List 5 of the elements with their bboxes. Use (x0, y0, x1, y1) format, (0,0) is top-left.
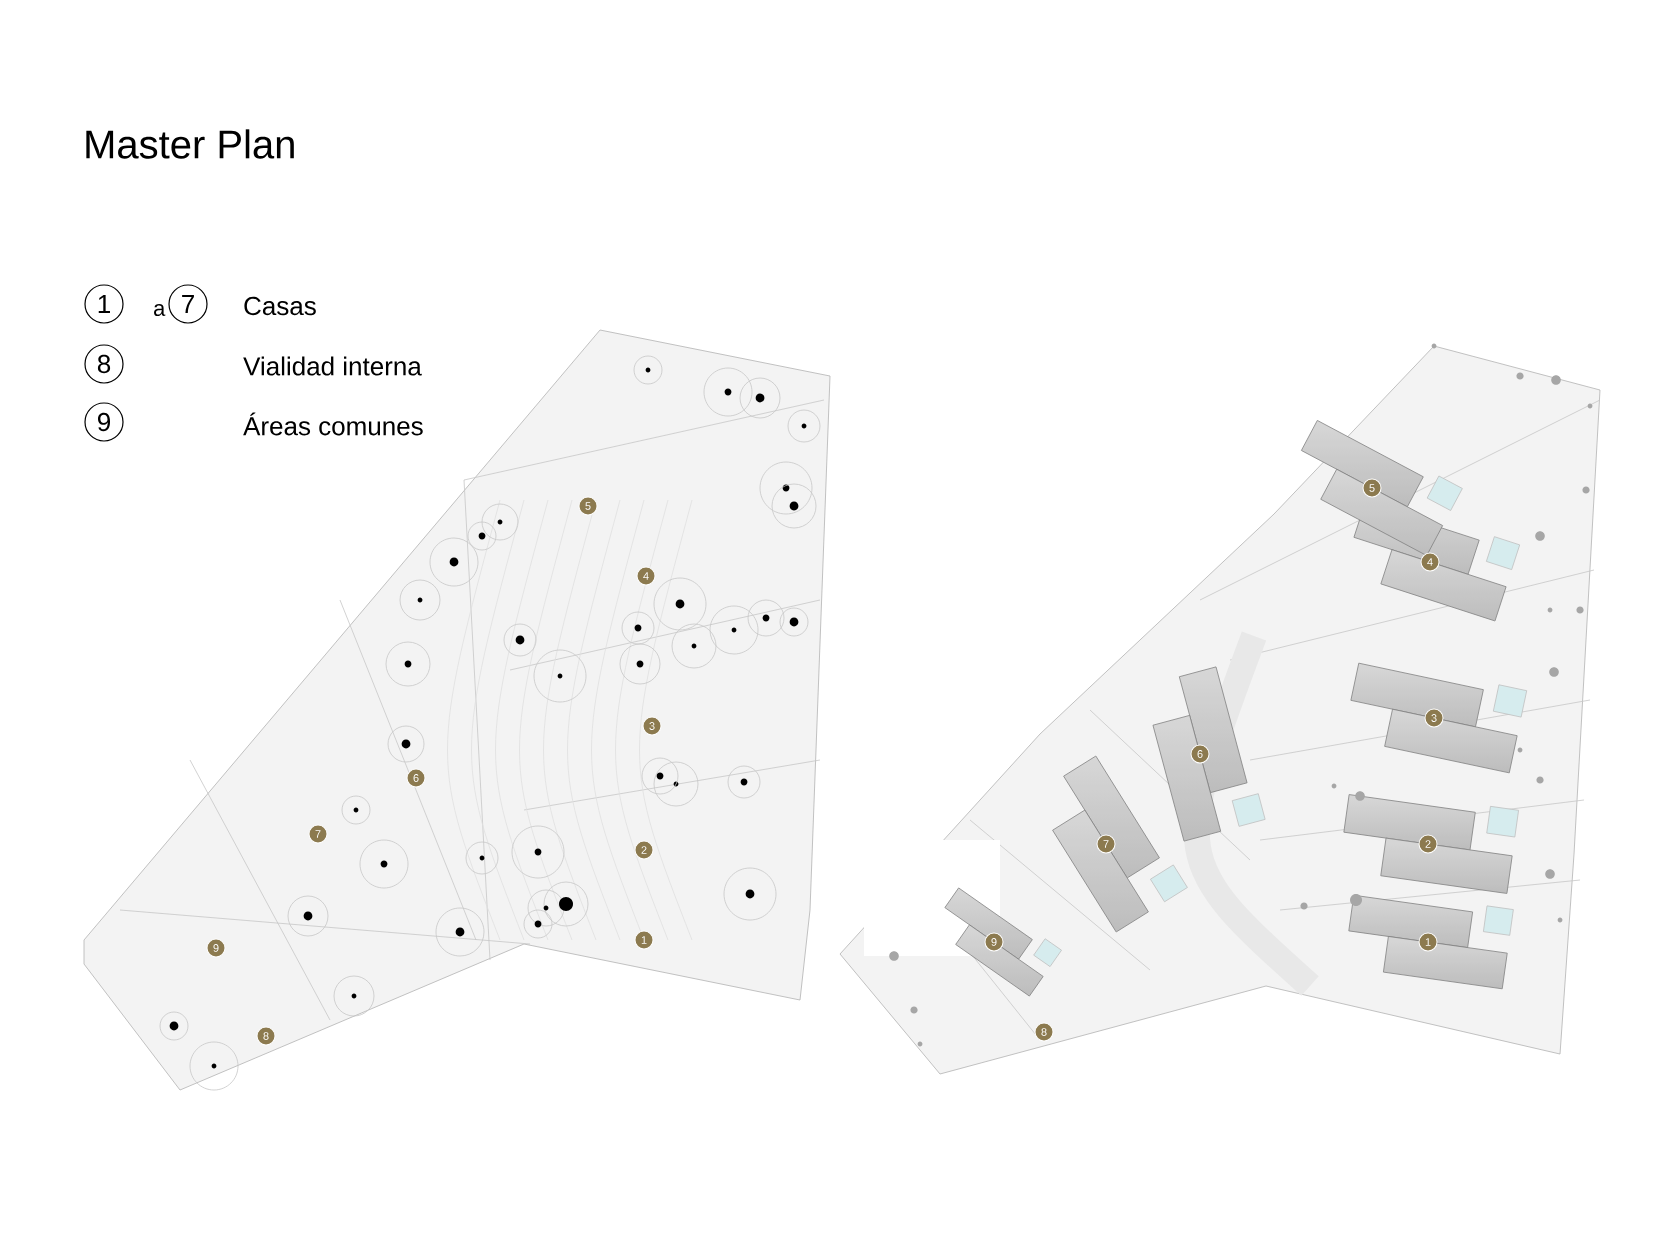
text-label: a (154, 304, 166, 317)
category-label: Vialidad interna (243, 356, 422, 376)
category-label: Casas (244, 296, 316, 316)
title: Master Plan (86, 129, 294, 159)
category-label: Áreas comunes (243, 412, 423, 436)
